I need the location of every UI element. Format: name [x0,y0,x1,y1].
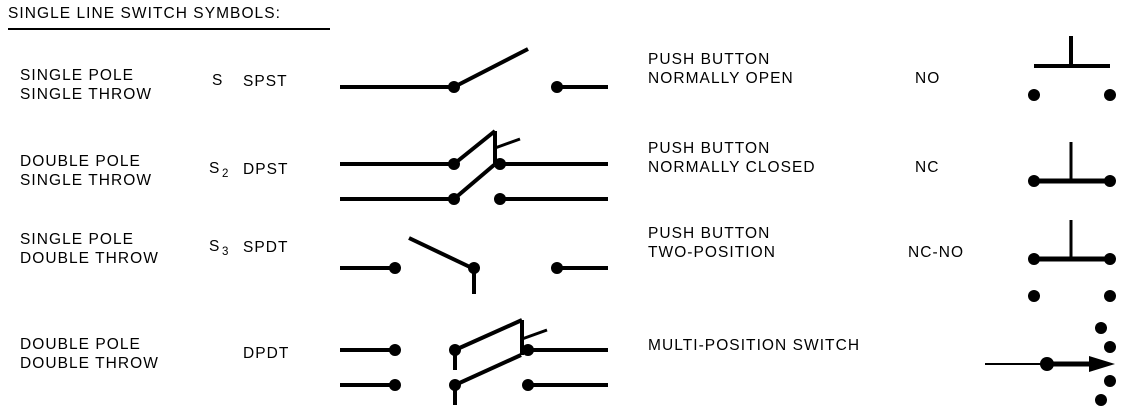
row-nc-abbreviation: NC [915,159,940,176]
push-button-normally-open-symbol [1028,36,1116,101]
push-button-two-position-symbol [1028,220,1116,302]
row-ncno-description-line1: PUSH BUTTON [648,225,771,242]
row-spdt-description-line1: SINGLE POLE [20,231,135,248]
row-spst-description-line1: SINGLE POLE [20,67,135,84]
push-button-normally-closed-symbol [1028,142,1116,187]
row-dpdt-description-line2: DOUBLE THROW [20,355,159,372]
row-dpdt-description-line1: DOUBLE POLE [20,336,141,353]
row-no-abbreviation: NO [915,70,941,87]
row-dpdt-abbreviation: DPDT [243,345,290,362]
row-spdt-description-line2: DOUBLE THROW [20,250,159,267]
row-spdt-abbreviation: SPDT [243,239,289,256]
row-multiposition-description-line1: MULTI-POSITION SWITCH [648,337,861,354]
row-spst-description-line2: SINGLE THROW [20,86,153,103]
row-dpst-abbreviation: DPST [243,161,289,178]
row-spst-abbreviation: SPST [243,73,288,90]
row-spst-designator: S [212,72,223,90]
row-no-description-line1: PUSH BUTTON [648,51,771,68]
diagram-title: SINGLE LINE SWITCH SYMBOLS: [8,5,281,22]
title-underline [8,28,330,30]
row-ncno-abbreviation: NC-NO [908,244,965,261]
row-spst-designator-letter: S [212,72,223,89]
spst-switch-symbol [340,47,608,93]
row-nc-description-line2: NORMALLY CLOSED [648,159,816,176]
dpst-switch-symbol [340,129,608,205]
multi-position-switch-symbol [985,322,1116,406]
row-dpst-designator-subscript: 2 [221,168,229,180]
row-no-description-line2: NORMALLY OPEN [648,70,794,87]
row-nc-description-line1: PUSH BUTTON [648,140,771,157]
row-ncno-description-line2: TWO-POSITION [648,244,776,261]
spdt-switch-symbol [340,236,608,294]
row-spdt-designator-letter: S [209,238,220,255]
row-dpst-designator-letter: S [209,160,220,177]
row-dpst-description-line2: SINGLE THROW [20,172,153,189]
row-dpst-description-line1: DOUBLE POLE [20,153,141,170]
dpdt-switch-symbol [340,318,608,405]
row-spdt-designator-subscript: 3 [221,246,229,258]
